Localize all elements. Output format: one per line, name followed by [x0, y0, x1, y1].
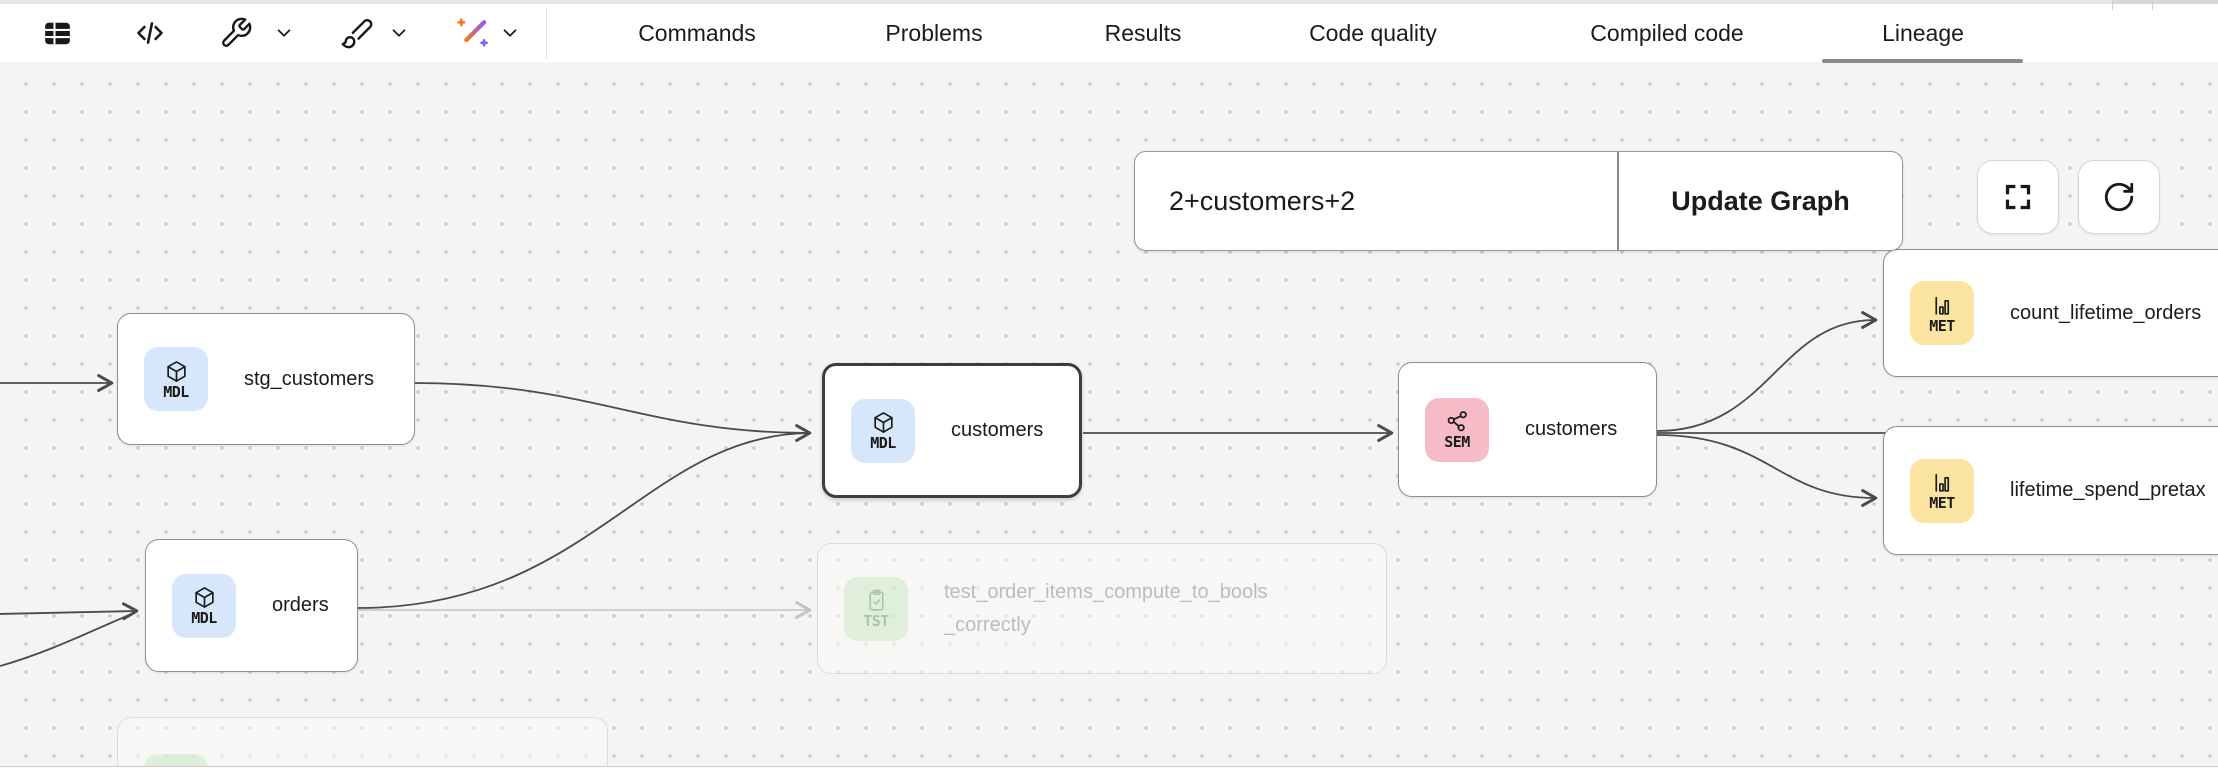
edge [0, 612, 135, 667]
lineage-edges [0, 311, 1895, 667]
model-badge: MDL [144, 347, 208, 411]
model-badge: MDL [172, 573, 236, 638]
badge-text: MDL [870, 434, 896, 452]
badge-text: MDL [163, 382, 189, 401]
node-customers-semantic[interactable]: SEM customers [1398, 362, 1657, 497]
broom-icon [340, 16, 374, 50]
refresh-graph-button[interactable] [2078, 160, 2160, 234]
code-view-button[interactable] [130, 4, 170, 62]
badge-text: MET [1929, 494, 1955, 512]
table-view-button[interactable] [39, 4, 75, 62]
node-stg-customers[interactable]: MDL stg_customers [117, 313, 415, 445]
badge-text: TST [863, 612, 889, 630]
bottom-panel-edge [0, 766, 2218, 781]
node-label: count_lifetime_orders [2010, 301, 2202, 324]
node-orders[interactable]: MDL orders [145, 539, 358, 672]
edge [1656, 434, 1878, 507]
wrench-menu-chevron[interactable] [272, 4, 296, 62]
badge-text: SEM [1444, 433, 1470, 451]
bar-chart-icon [1930, 293, 1955, 318]
fit-view-button[interactable] [1977, 160, 2059, 234]
cube-icon [164, 359, 189, 384]
tab-compiled-code[interactable]: Compiled code [1590, 4, 1743, 62]
wrench-menu-button[interactable] [218, 4, 254, 62]
clipboard-check-icon [864, 588, 889, 613]
tab-commands[interactable]: Commands [638, 4, 756, 62]
chevron-down-icon [273, 22, 295, 44]
fullscreen-icon [2001, 180, 2035, 214]
tab-problems[interactable]: Problems [885, 4, 982, 62]
tab-code-quality[interactable]: Code quality [1309, 4, 1437, 62]
edge [414, 382, 812, 442]
node-label: orders [272, 594, 329, 616]
code-icon [132, 15, 168, 51]
top-divider-strip [0, 0, 2218, 10]
strip-segment [2112, 0, 2218, 4]
chevron-down-icon [499, 22, 521, 44]
cube-icon [192, 585, 217, 610]
query-bar-divider [1617, 152, 1619, 250]
refresh-icon [2102, 180, 2136, 214]
share-network-icon [1445, 409, 1470, 434]
lineage-query-bar: Update Graph [1134, 151, 1903, 251]
node-test-order-items[interactable]: TST test_order_items_compute_to_bools _c… [817, 543, 1387, 674]
edge [357, 432, 810, 609]
node-label: customers [1525, 418, 1618, 440]
lineage-query-input[interactable] [1135, 152, 1617, 250]
active-tab-indicator [1822, 59, 2023, 63]
node-count-lifetime-orders[interactable]: MET count_lifetime_orders [1883, 249, 2218, 377]
magic-wand-menu-chevron[interactable] [498, 4, 522, 62]
node-customers-model[interactable]: MDL customers [822, 363, 1082, 498]
editor-toolbar: Commands Problems Results Code quality C… [0, 4, 2218, 63]
strip-divider [2112, 0, 2113, 10]
node-ghost-test[interactable]: TST [117, 717, 608, 766]
node-label: stg_customers [244, 367, 375, 390]
chevron-down-icon [388, 22, 410, 44]
bar-chart-icon [1930, 470, 1955, 495]
semantic-badge: SEM [1425, 397, 1489, 462]
strip-divider [2152, 0, 2153, 10]
update-graph-button[interactable]: Update Graph [1619, 152, 1902, 250]
table-icon [41, 17, 74, 50]
node-label: lifetime_spend_pretax [2010, 479, 2206, 501]
badge-text: MDL [191, 609, 217, 627]
toolbar-divider [546, 7, 547, 59]
node-lifetime-spend-pretax[interactable]: MET lifetime_spend_pretax [1883, 426, 2218, 555]
edge [1656, 311, 1878, 432]
model-badge: MDL [851, 398, 915, 463]
lineage-canvas[interactable]: MDL stg_customers MDL orders MDL custome… [0, 62, 2218, 766]
wrench-icon [219, 16, 253, 50]
broom-menu-chevron[interactable] [387, 4, 411, 62]
test-badge: TST [844, 576, 908, 641]
broom-menu-button[interactable] [339, 4, 375, 62]
tab-lineage[interactable]: Lineage [1882, 4, 1964, 62]
edge [0, 602, 139, 621]
metric-badge: MET [1910, 281, 1974, 345]
badge-text: MET [1929, 316, 1955, 335]
test-badge: TST [144, 754, 208, 766]
tab-results[interactable]: Results [1105, 4, 1182, 62]
node-label: customers [951, 419, 1044, 441]
cube-icon [871, 410, 896, 435]
metric-badge: MET [1910, 458, 1974, 523]
magic-wand-menu-button[interactable] [453, 4, 493, 62]
node-label: test_order_items_compute_to_bools _corre… [944, 580, 1268, 636]
magic-wand-icon [454, 14, 492, 52]
